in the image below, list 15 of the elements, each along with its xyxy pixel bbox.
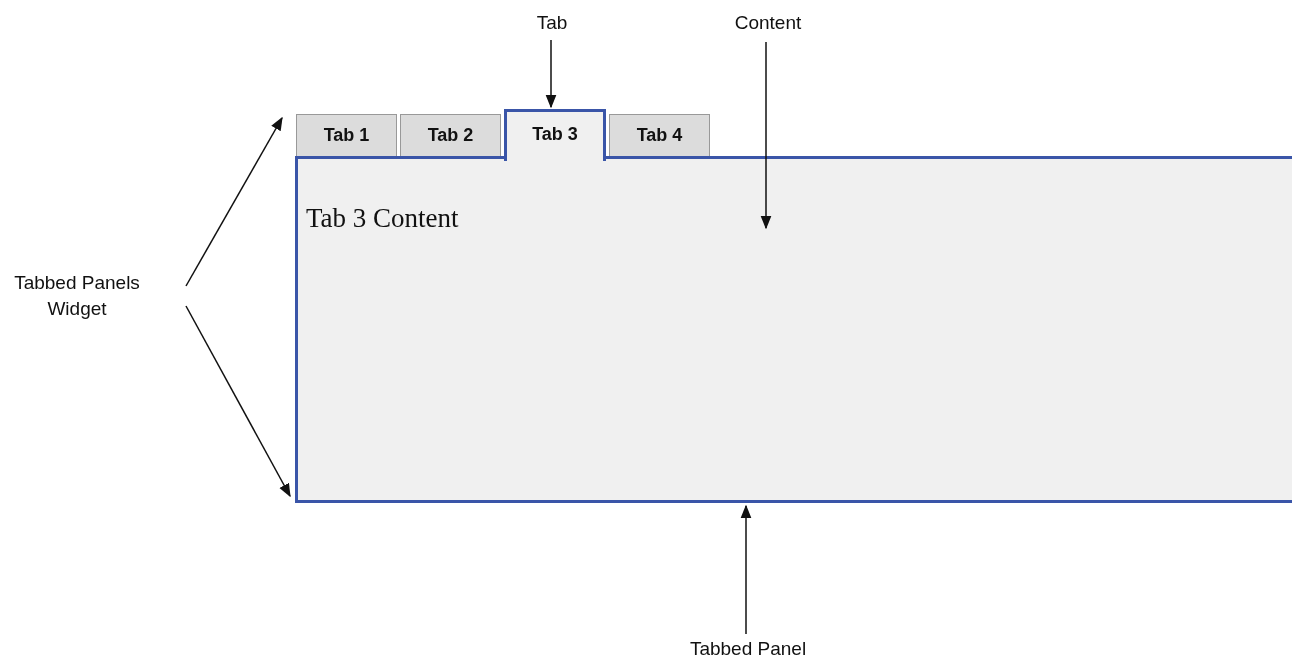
selected-tab: Tab 3: [504, 109, 606, 161]
leader-line: [185, 116, 283, 287]
leader-line: [185, 305, 291, 498]
callout-label: Tabbed Panel: [668, 636, 828, 658]
tab: Tab 4: [609, 114, 710, 158]
leader-line: [740, 504, 752, 635]
callout-label: Content: [718, 10, 818, 38]
tabbed-panel: [295, 156, 1292, 503]
leader-line: [545, 39, 557, 109]
callout-label: Tabbed Panels Widget: [2, 270, 152, 324]
callout-label: Tab: [520, 10, 584, 38]
tab: Tab 1: [296, 114, 397, 158]
tab: Tab 2: [400, 114, 501, 158]
panel-content-text: Tab 3 Content: [306, 203, 459, 234]
leader-line: [760, 41, 772, 230]
